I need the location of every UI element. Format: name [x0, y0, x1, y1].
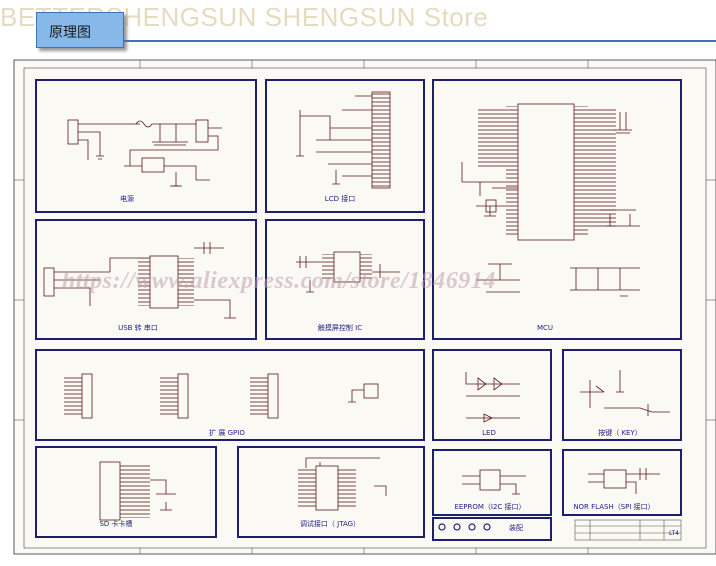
caption-lcd: LCD 接口: [325, 194, 355, 203]
caption-power: 电源: [120, 194, 134, 203]
caption-jtag: 调试接口（ JTAG）: [300, 519, 360, 528]
caption-key: 按键（ KEY）: [598, 428, 642, 437]
caption-mounting: 装配: [509, 523, 523, 532]
title-block: [574, 519, 682, 541]
block-norflash: [562, 449, 682, 516]
block-power: [35, 79, 257, 213]
block-touch: [265, 219, 425, 340]
caption-gpio: 扩 展 GPIO: [209, 428, 245, 437]
caption-touch: 触摸屏控制 IC: [318, 323, 362, 332]
mount-hole: [453, 523, 461, 531]
caption-norflash: NOR FLASH（SPI 接口）: [573, 502, 654, 511]
block-lcd: [265, 79, 425, 213]
store-url-watermark: https://www.aliexpress.com/store/1846914: [62, 268, 496, 294]
block-usb: [35, 219, 257, 340]
caption-led: LED: [482, 429, 496, 437]
block-sd: [35, 446, 217, 538]
mount-hole: [468, 523, 476, 531]
block-mcu: [432, 79, 682, 340]
tab-underline: [124, 40, 716, 42]
schematic-tab[interactable]: 原理图: [36, 12, 124, 48]
title-block-label: LT4: [669, 530, 679, 537]
caption-mcu: MCU: [537, 324, 553, 332]
block-gpio: [35, 349, 425, 441]
block-led: [432, 349, 552, 441]
block-mounting: [432, 517, 552, 541]
mount-hole: [438, 523, 446, 531]
tab-label: 原理图: [49, 25, 91, 41]
caption-usb: USB 转 串口: [118, 323, 158, 332]
block-key: [562, 349, 682, 441]
caption-sd: SD 卡卡槽: [99, 519, 132, 528]
block-jtag: [237, 446, 425, 538]
caption-eeprom: EEPROM（I2C 接口）: [454, 502, 525, 511]
mount-hole: [483, 523, 491, 531]
block-eeprom: [432, 449, 552, 516]
